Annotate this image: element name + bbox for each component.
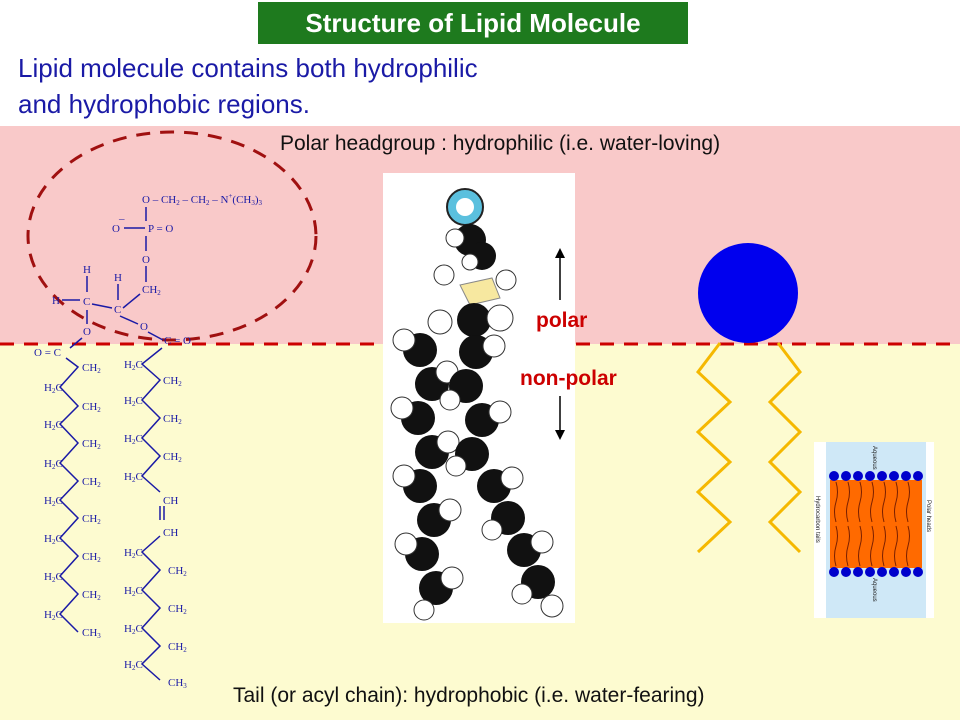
right-acyl-chain: H2C CH2 H2C CH2 H2C CH2 H2C CH CH H2C CH…: [124, 347, 187, 690]
svg-text:H2C: H2C: [44, 382, 63, 395]
svg-text:H2C: H2C: [124, 395, 143, 408]
headgroup-ellipse: [26, 130, 318, 342]
svg-text:CH3: CH3: [82, 627, 101, 640]
svg-text:H2C: H2C: [124, 471, 143, 484]
lipid-tail-right: [767, 342, 803, 554]
schematic-lipid: [695, 243, 803, 554]
intro-line-2: and hydrophobic regions.: [18, 89, 310, 119]
svg-text:CH2: CH2: [168, 603, 187, 616]
choline-group: O – CH2 – CH2 – N+(CH3)3: [142, 192, 263, 207]
hydrocarbon-tails-label: Hydrocarbon tails: [814, 496, 820, 543]
carbonyl-right: C = O: [164, 335, 191, 347]
glycerol-h1: H: [83, 264, 91, 276]
svg-text:H2C: H2C: [124, 547, 143, 560]
left-acyl-chain: CH2 H2C CH2 H2C CH2 H2C CH2 H2C CH2 H2C …: [44, 357, 101, 640]
ester-o-left: O: [83, 326, 91, 338]
polar-headgroup-caption: Polar headgroup : hydrophilic (i.e. wate…: [280, 132, 721, 155]
glycerol-h3: H: [52, 295, 60, 307]
lipid-head: [698, 243, 798, 343]
carbonyl-left: O = C: [34, 347, 61, 359]
svg-text:CH: CH: [163, 527, 178, 539]
svg-text:H2C: H2C: [44, 458, 63, 471]
polar-label: polar: [536, 309, 588, 332]
svg-text:–: –: [118, 213, 125, 225]
svg-text:CH2: CH2: [82, 551, 101, 564]
svg-text:H2C: H2C: [124, 433, 143, 446]
svg-text:CH2: CH2: [82, 438, 101, 451]
aqueous-bottom-label: Aqueous: [871, 578, 877, 602]
glycerol-ch2: CH2: [142, 284, 161, 297]
svg-text:CH2: CH2: [82, 476, 101, 489]
phosphate-group: P = O: [148, 223, 173, 235]
svg-text:CH2: CH2: [82, 589, 101, 602]
svg-text:CH2: CH2: [82, 362, 101, 375]
glycerol-c2: C: [114, 304, 121, 316]
svg-text:H2C: H2C: [124, 659, 143, 672]
svg-text:CH2: CH2: [82, 401, 101, 414]
svg-text:CH2: CH2: [163, 375, 182, 388]
svg-text:H2C: H2C: [124, 623, 143, 636]
svg-text:H2C: H2C: [124, 585, 143, 598]
polar-heads-label: Polar heads: [925, 500, 931, 532]
svg-text:CH: CH: [163, 495, 178, 507]
intro-line-1: Lipid molecule contains both hydrophilic: [18, 53, 478, 83]
svg-text:CH2: CH2: [163, 451, 182, 464]
svg-text:CH3: CH3: [168, 677, 187, 690]
svg-text:CH2: CH2: [163, 413, 182, 426]
svg-text:H2C: H2C: [44, 533, 63, 546]
phosphatidylcholine-formula: O – CH2 – CH2 – N+(CH3)3 O – P = O O CH2…: [34, 192, 263, 690]
intro-text: Lipid molecule contains both hydrophilic…: [18, 50, 658, 122]
bridge-o: O: [142, 254, 150, 266]
space-filling-model: [383, 173, 575, 623]
phosphate-o: O: [112, 223, 120, 235]
svg-text:CH2: CH2: [168, 565, 187, 578]
svg-text:CH2: CH2: [168, 641, 187, 654]
svg-text:H2C: H2C: [44, 571, 63, 584]
aqueous-top-label: Aqueous: [871, 446, 877, 470]
glycerol-c1: C: [83, 296, 90, 308]
slide-title: Structure of Lipid Molecule: [258, 2, 688, 44]
svg-text:H2C: H2C: [124, 359, 143, 372]
membrane-bilayer-inset: Aqueous Aqueous Polar heads Hydrocarbon …: [814, 442, 934, 618]
svg-text:H2C: H2C: [44, 495, 63, 508]
svg-text:H2C: H2C: [44, 609, 63, 622]
lipid-tail-left: [695, 342, 733, 554]
non-polar-label: non-polar: [520, 367, 617, 390]
svg-text:H2C: H2C: [44, 419, 63, 432]
glycerol-h2: H: [114, 272, 122, 284]
svg-text:CH2: CH2: [82, 513, 101, 526]
ester-o-right: O: [140, 321, 148, 333]
tail-caption: Tail (or acyl chain): hydrophobic (i.e. …: [233, 684, 705, 707]
